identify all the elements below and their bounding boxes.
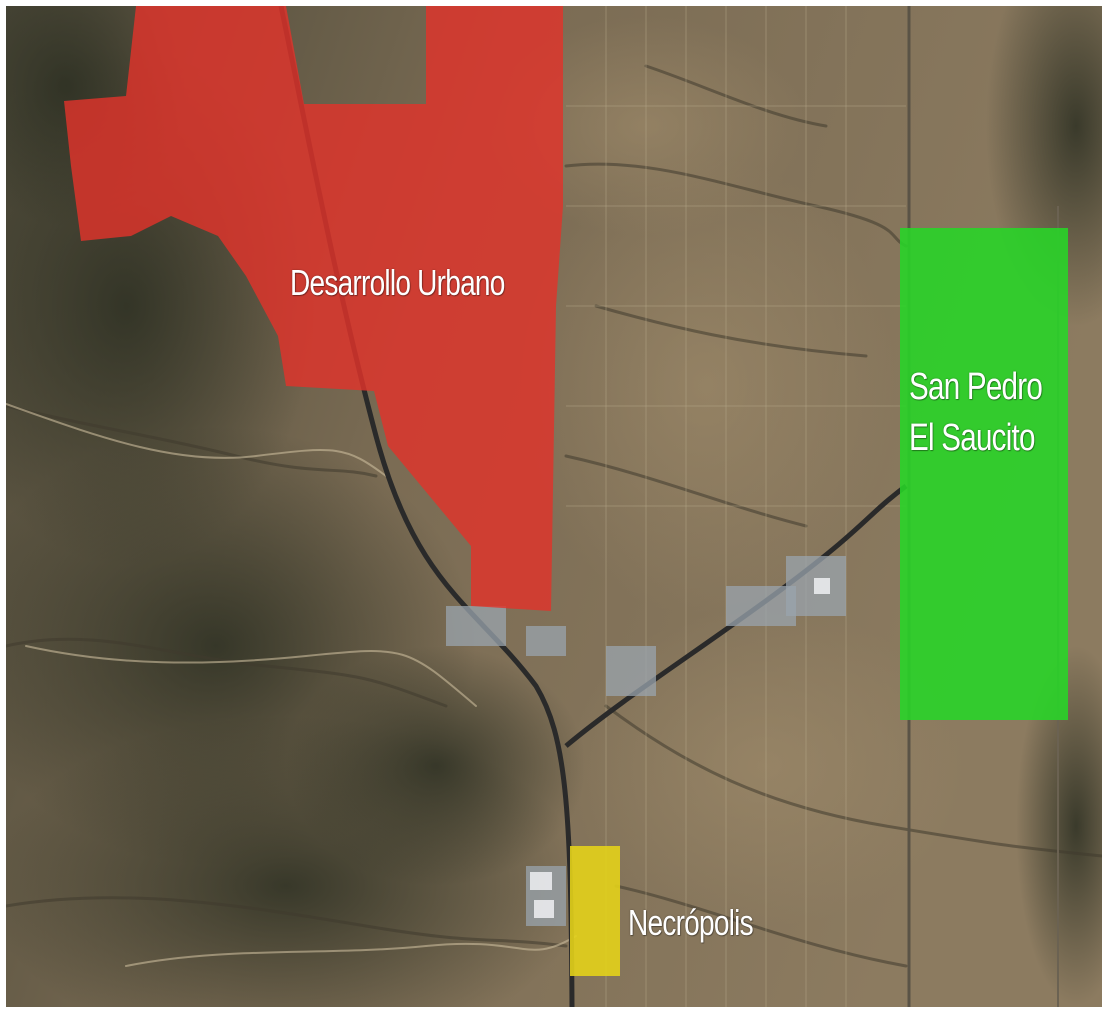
mountain-shade bbox=[1016, 646, 1102, 1006]
san-pedro-el-saucito-label: San Pedro El Saucito bbox=[909, 362, 1043, 463]
urban-development-label: Desarrollo Urbano bbox=[290, 262, 505, 303]
desert-patch bbox=[486, 16, 806, 236]
mountain-shade bbox=[286, 646, 586, 886]
san-pedro-label-line-2: El Saucito bbox=[909, 416, 1035, 459]
urban-patches-white bbox=[530, 578, 830, 918]
satellite-terrain bbox=[6, 6, 1102, 1007]
san-pedro-label-line-1: San Pedro bbox=[909, 366, 1043, 408]
dirt-road-grid bbox=[566, 6, 906, 1007]
desert-patch bbox=[566, 606, 966, 926]
desert-patch bbox=[516, 156, 896, 616]
light-washes bbox=[6, 403, 577, 967]
necropolis-label: Necrópolis bbox=[628, 902, 754, 943]
arroyos bbox=[6, 64, 1102, 968]
urban-development-zone bbox=[64, 6, 563, 611]
san-pedro-el-saucito-zone bbox=[900, 228, 1068, 720]
necropolis-zone bbox=[570, 846, 620, 976]
